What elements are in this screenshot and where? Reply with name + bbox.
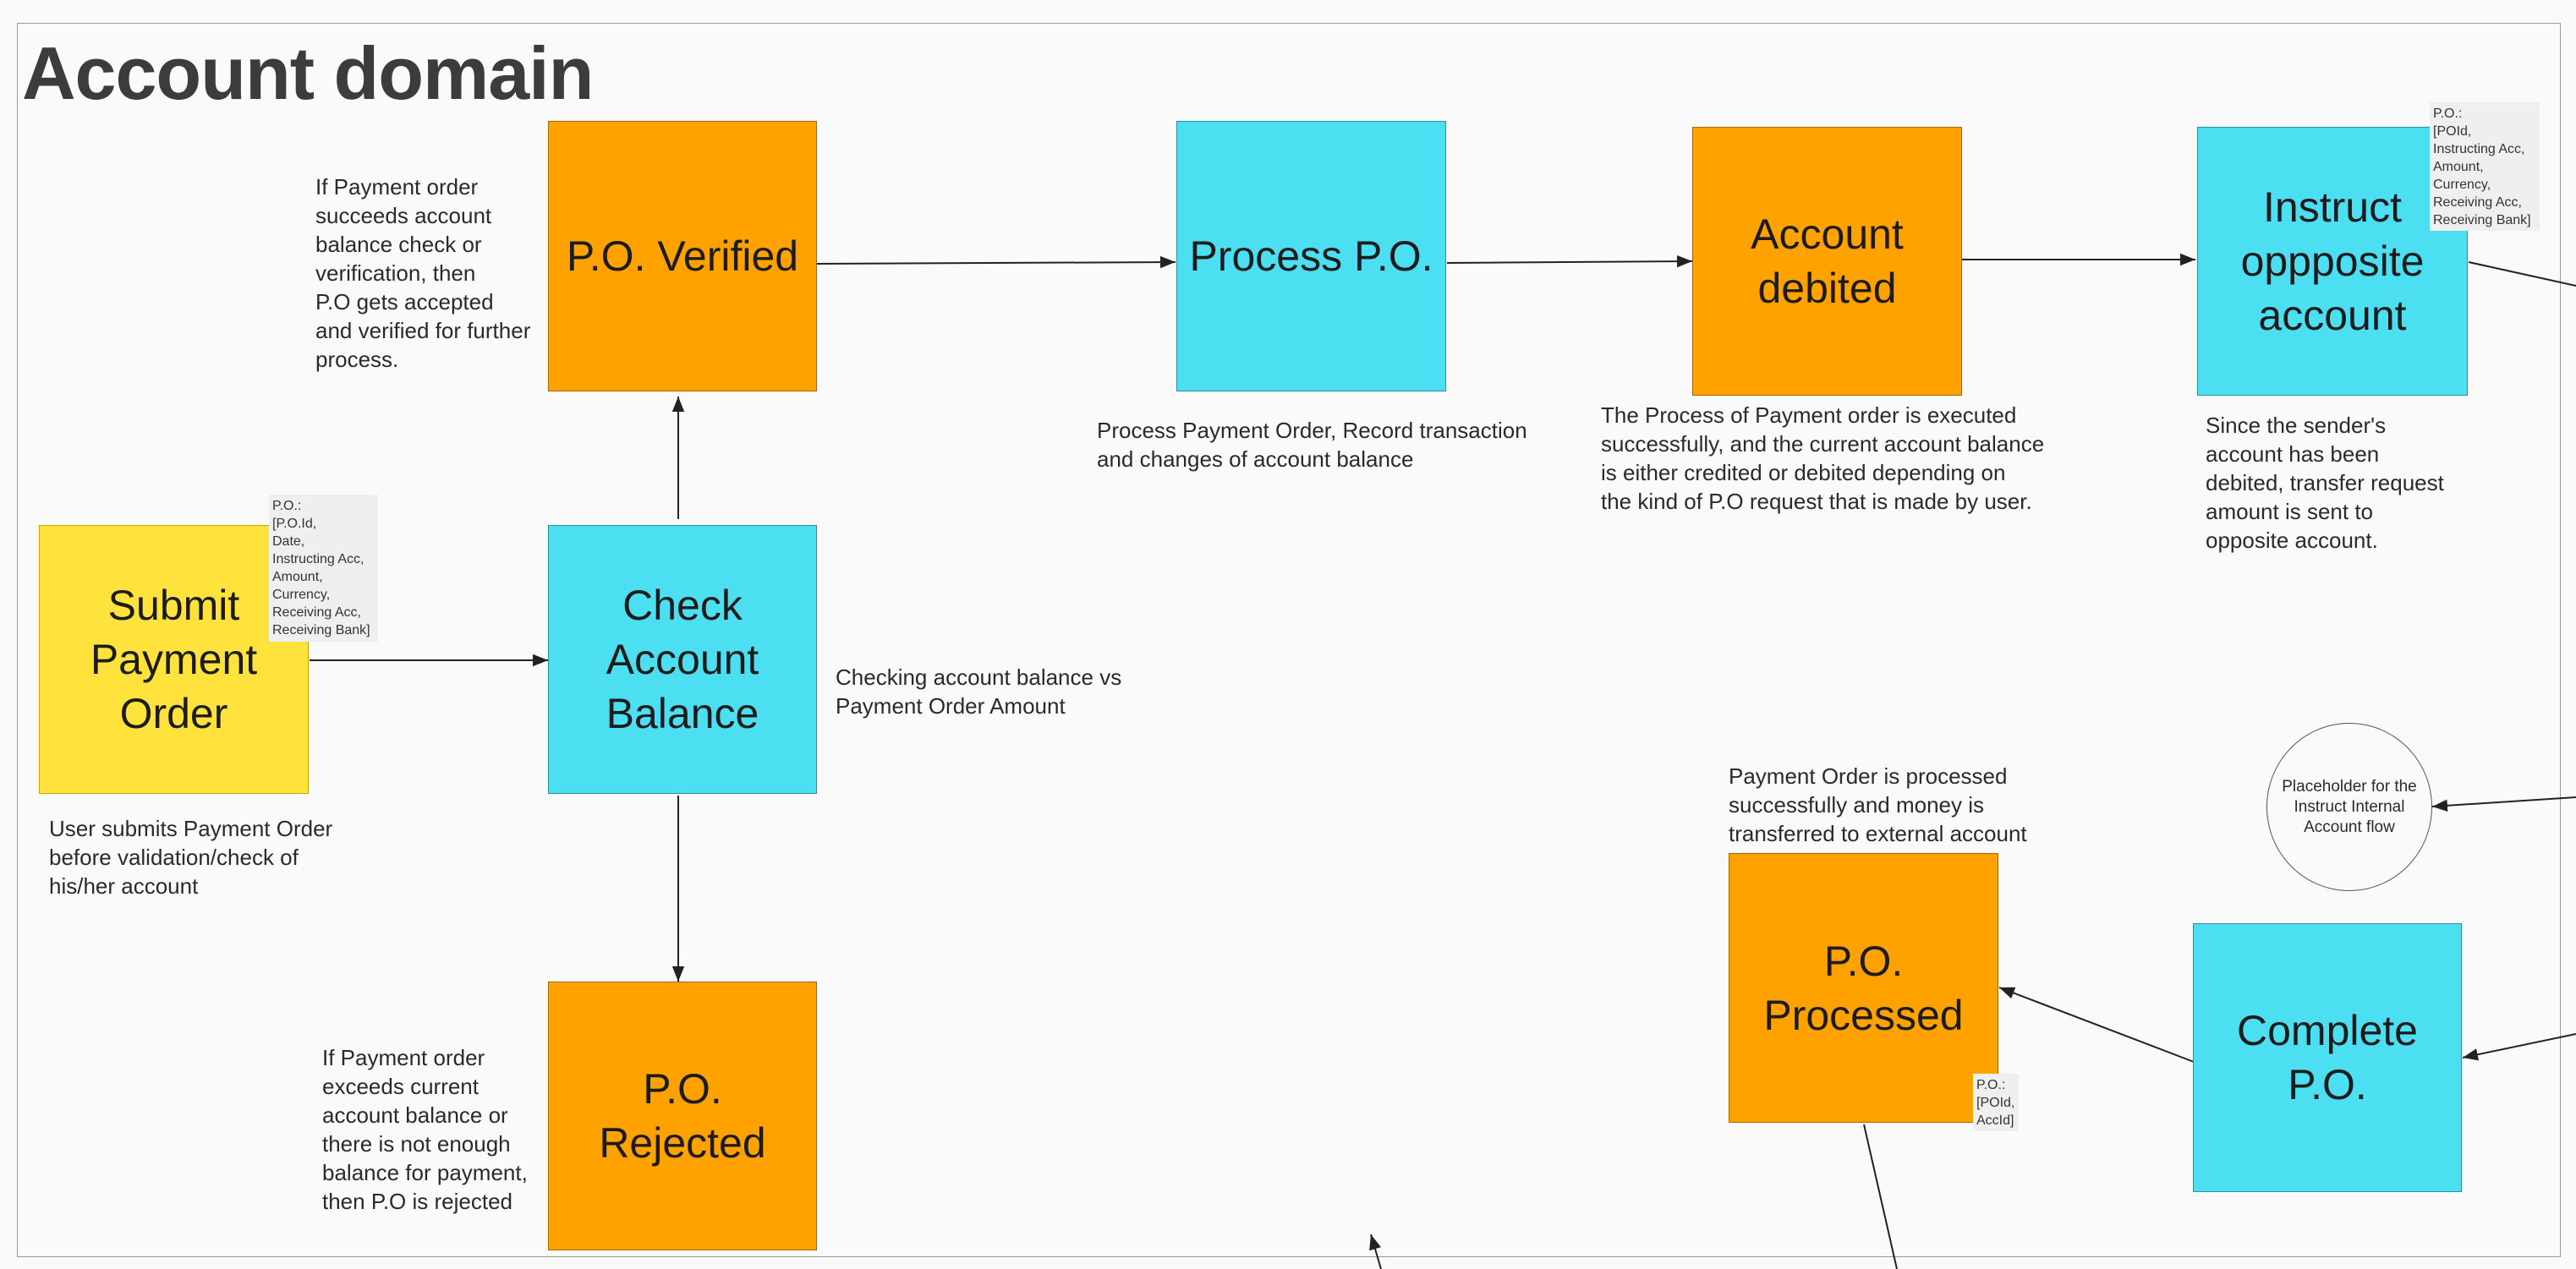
- note-po-verified: If Payment order succeeds account balanc…: [315, 174, 531, 372]
- arrow-process-to-debited: [1446, 254, 1693, 268]
- node-submit-payment-order[interactable]: Submit Payment Order: [39, 525, 309, 794]
- arrow-offscreen-to-complete: [2462, 1033, 2576, 1061]
- tag-processed-po-fields: P.O.: [POId, AccId]: [1973, 1074, 2019, 1131]
- node-po-processed[interactable]: P.O. Processed: [1729, 853, 1998, 1123]
- board-title: Account domain: [22, 31, 594, 115]
- note-check-balance: Checking account balance vs Payment Orde…: [836, 665, 1122, 719]
- node-po-verified[interactable]: P.O. Verified: [548, 121, 817, 391]
- note-po-processed: Payment Order is processed successfully …: [1729, 763, 2027, 846]
- tag-submit-po-fields: P.O.: [P.O.Id, Date, Instructing Acc, Am…: [269, 495, 378, 642]
- node-check-account-balance[interactable]: Check Account Balance: [548, 525, 817, 794]
- node-account-debited[interactable]: Account debited: [1692, 127, 1962, 396]
- line-processed-down: [1863, 1124, 1898, 1269]
- note-process-po: Process Payment Order, Record transactio…: [1097, 418, 1527, 472]
- note-account-debited: The Process of Payment order is executed…: [1601, 402, 2045, 514]
- node-instruct-opposite-account[interactable]: Instruct oppposite account: [2197, 127, 2468, 396]
- arrow-offscreen-to-placeholder: [2431, 796, 2576, 812]
- arrow-complete-to-processed: [1998, 987, 2195, 1063]
- note-po-rejected: If Payment order exceeds current account…: [322, 1045, 528, 1214]
- node-process-po[interactable]: Process P.O.: [1176, 121, 1446, 391]
- note-submit-po: User submits Payment Order before valida…: [49, 816, 333, 899]
- note-instruct-opposite: Since the sender's account has been debi…: [2206, 413, 2444, 553]
- node-po-rejected[interactable]: P.O. Rejected: [548, 982, 817, 1250]
- node-complete-po[interactable]: Complete P.O.: [2193, 923, 2462, 1192]
- arrow-verified-to-process: [816, 255, 1176, 269]
- tag-instruct-po-fields: P.O.: [POId, Instructing Acc, Amount, Cu…: [2430, 102, 2540, 231]
- arrow-instruct-offscreen: [2468, 261, 2576, 287]
- arrow-bottom-partial: [1369, 1233, 1382, 1269]
- node-placeholder-circle[interactable]: Placeholder for the Instruct Internal Ac…: [2266, 723, 2432, 891]
- board-frame: [17, 23, 2561, 1257]
